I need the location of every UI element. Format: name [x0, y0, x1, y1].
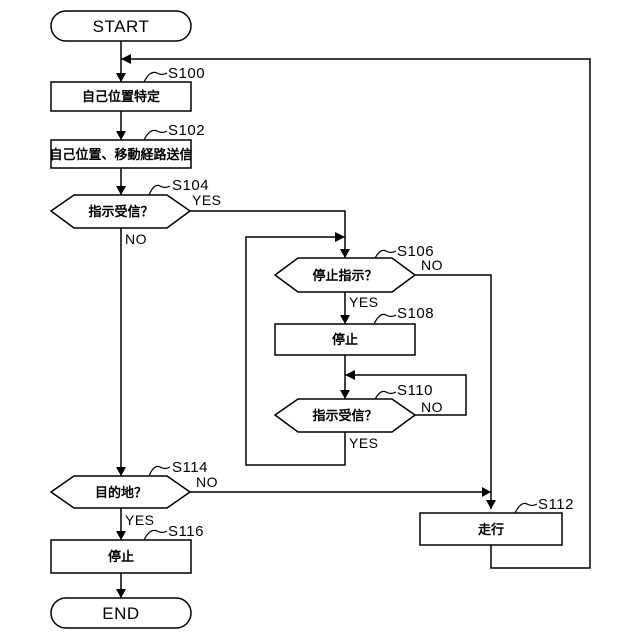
s104-yes-label: YES	[192, 192, 222, 208]
decision-s106: 停止指示？ S106 NO YES	[275, 243, 443, 310]
leader-s112	[515, 503, 537, 513]
edge-s104-yes-s106	[190, 211, 345, 258]
leader-s108	[374, 314, 396, 324]
arrowhead	[345, 370, 355, 380]
leader-s114	[149, 466, 170, 476]
process-s112: 走行 S112	[420, 496, 574, 545]
s110-yes-label: YES	[349, 435, 379, 451]
leader-s102	[144, 130, 167, 140]
process-s102-text: 自己位置、移動経路送信	[49, 147, 192, 163]
decision-s106-text: 停止指示？	[312, 268, 377, 284]
step-id-s100: S100	[168, 65, 205, 82]
decision-s114-text: 目的地？	[95, 485, 147, 501]
arrowhead	[116, 73, 126, 82]
decision-s104: 指示受信？ S104 YES NO	[51, 177, 222, 247]
s106-yes-label: YES	[349, 294, 379, 310]
arrowhead	[116, 186, 126, 195]
decision-s110: 指示受信？ S110 NO YES	[275, 382, 443, 451]
s104-no-label: NO	[125, 231, 147, 247]
arrowhead	[340, 249, 350, 258]
leader-s116	[144, 530, 167, 540]
process-s116-text: 停止	[108, 549, 134, 565]
start-terminal: START	[51, 11, 191, 41]
arrowhead	[116, 467, 126, 476]
process-s108-text: 停止	[332, 332, 358, 348]
step-id-s102: S102	[168, 122, 205, 139]
step-id-s112: S112	[538, 496, 574, 513]
arrowhead	[121, 54, 131, 64]
step-id-s108: S108	[397, 305, 434, 322]
process-s108: 停止 S108	[275, 305, 434, 355]
leader-s100	[144, 72, 167, 82]
arrowhead	[335, 232, 345, 242]
arrowhead	[116, 131, 126, 140]
arrowhead	[486, 500, 496, 509]
arrowhead	[340, 390, 350, 399]
decision-s110-text: 指示受信？	[312, 408, 377, 424]
s114-no-label: NO	[196, 474, 218, 490]
arrowhead	[116, 589, 126, 598]
decision-s114: 目的地？ S114 NO YES	[51, 459, 218, 528]
step-id-s116: S116	[168, 523, 204, 540]
start-label: START	[93, 17, 150, 36]
arrowhead	[116, 531, 126, 540]
process-s112-text: 走行	[478, 522, 504, 538]
end-terminal: END	[51, 598, 191, 628]
arrowhead	[340, 315, 350, 324]
leader-s104	[149, 185, 170, 195]
process-s100-text: 自己位置特定	[82, 89, 160, 105]
process-s100: 自己位置特定 S100	[51, 65, 205, 111]
decision-s104-text: 指示受信？	[88, 204, 153, 220]
step-id-s110: S110	[397, 382, 433, 399]
s106-no-label: NO	[421, 257, 443, 273]
arrowhead	[482, 487, 491, 497]
process-s116: 停止 S116	[51, 523, 204, 573]
s114-yes-label: YES	[125, 512, 155, 528]
s110-no-label: NO	[421, 399, 443, 415]
process-s102: 自己位置、移動経路送信 S102	[49, 122, 205, 168]
end-label: END	[102, 604, 139, 623]
